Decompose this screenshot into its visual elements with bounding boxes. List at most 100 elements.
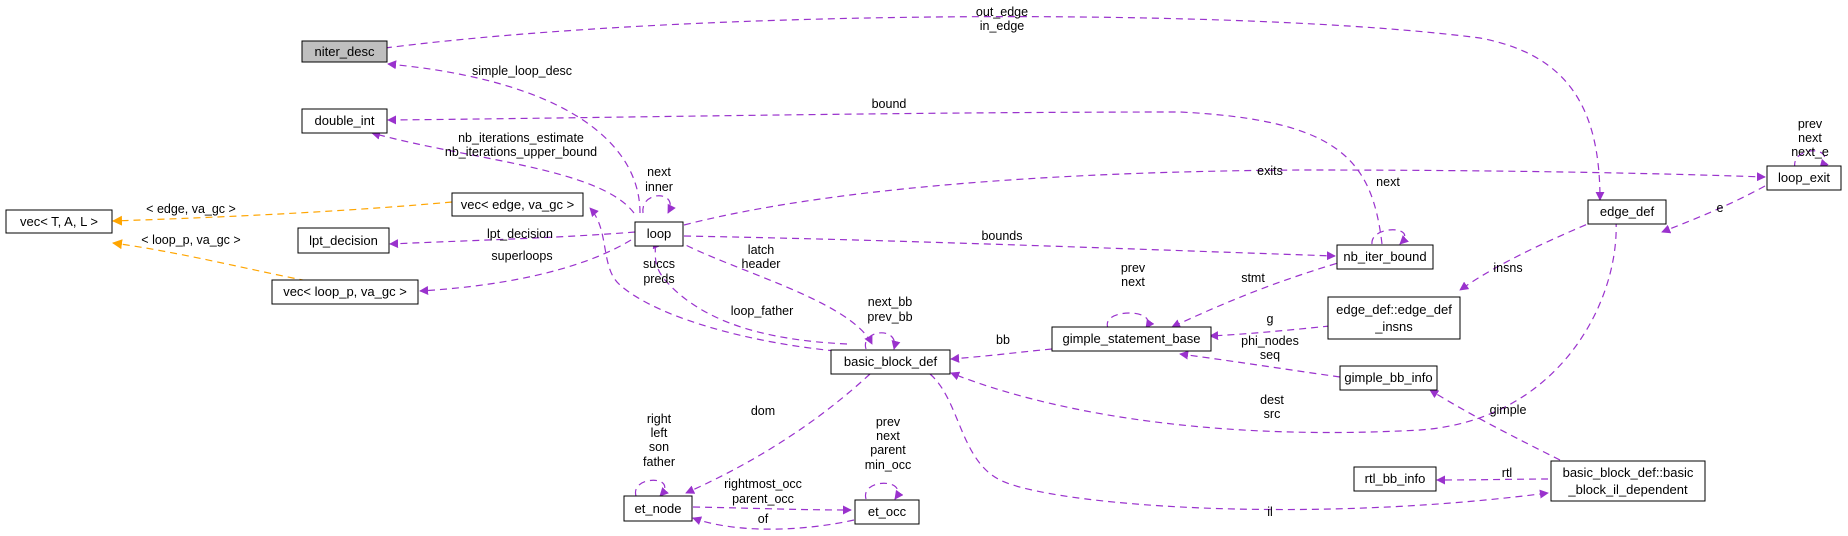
label-father: father	[643, 455, 675, 469]
label-loop-father: loop_father	[731, 304, 794, 318]
node-vec-t-a-l[interactable]: vec< T, A, L >	[5, 209, 113, 234]
node-lpt-decision[interactable]: lpt_decision	[297, 227, 390, 254]
edge-rtl	[1436, 475, 1549, 485]
label-right: right	[647, 412, 672, 426]
label-bound: bound	[872, 97, 907, 111]
label-nb-iterations-upper-bound: nb_iterations_upper_bound	[445, 145, 597, 159]
svg-text:gimple_bb_info: gimple_bb_info	[1344, 370, 1432, 385]
label-gsb-next: next	[1121, 275, 1145, 289]
svg-text:vec< edge, va_gc >: vec< edge, va_gc >	[461, 197, 574, 212]
svg-text:vec< T, A, L >: vec< T, A, L >	[20, 214, 98, 229]
edge-et-node-self	[635, 479, 669, 497]
label-nb-next: next	[1376, 175, 1400, 189]
node-nb-iter-bound[interactable]: nb_iter_bound	[1336, 244, 1434, 270]
label-min-occ: min_occ	[865, 458, 912, 472]
svg-text:basic_block_def::basic: basic_block_def::basic	[1563, 465, 1694, 480]
svg-text:_insns: _insns	[1374, 319, 1413, 334]
label-src: src	[1264, 407, 1281, 421]
node-loop-exit[interactable]: loop_exit	[1766, 165, 1842, 191]
label-exits: exits	[1257, 164, 1283, 178]
edge-simple-loop-desc	[387, 60, 641, 214]
edge-bb-self	[864, 332, 901, 350]
node-rtl-bb-info[interactable]: rtl_bb_info	[1353, 466, 1437, 492]
label-phi-nodes: phi_nodes	[1241, 334, 1299, 348]
edge-et-occ-self	[865, 482, 904, 500]
label-left: left	[651, 426, 668, 440]
label-loop-next: next	[647, 165, 671, 179]
edge-out-in-edge	[384, 16, 1605, 201]
label-preds: preds	[643, 272, 674, 286]
svg-text:lpt_decision: lpt_decision	[309, 233, 378, 248]
edge-bb	[950, 348, 1053, 363]
node-loop[interactable]: loop	[634, 221, 684, 247]
svg-text:niter_desc: niter_desc	[315, 44, 375, 59]
label-header: header	[742, 257, 781, 271]
edge-latch-header	[675, 239, 873, 345]
label-next-bb: next_bb	[868, 295, 913, 309]
label-occ-next: next	[876, 429, 900, 443]
edge-exits	[683, 169, 1766, 226]
label-simple-loop-desc: simple_loop_desc	[472, 64, 572, 78]
edge-loop-self	[642, 195, 676, 214]
label-occ-prev: prev	[876, 415, 901, 429]
svg-text:vec< loop_p, va_gc >: vec< loop_p, va_gc >	[283, 284, 407, 299]
edge-lpt-decision	[389, 231, 636, 249]
edge-insns	[1459, 219, 1598, 291]
label-g: g	[1267, 312, 1274, 326]
node-bb-il-dependent[interactable]: basic_block_def::basic _block_il_depende…	[1550, 460, 1706, 502]
label-in-edge: in_edge	[980, 19, 1025, 33]
edge-gsb-self	[1106, 312, 1155, 329]
edge-loop-father	[652, 239, 848, 345]
edge-dom	[685, 373, 871, 494]
label-succs: succs	[643, 257, 675, 271]
label-rightmost-occ: rightmost_occ	[724, 477, 802, 491]
label-stmt: stmt	[1241, 271, 1265, 285]
label-bounds: bounds	[981, 229, 1022, 243]
label-gsb-prev: prev	[1121, 261, 1146, 275]
label-latch: latch	[748, 243, 774, 257]
node-et-occ[interactable]: et_occ	[854, 499, 920, 525]
edge-nb-self	[1371, 229, 1409, 245]
label-son: son	[649, 440, 669, 454]
edge-il	[929, 373, 1549, 511]
label-parent-occ: parent_occ	[732, 492, 794, 506]
node-edge-def-insns[interactable]: edge_def::edge_def _insns	[1327, 296, 1461, 340]
edge-rightmost-parent-occ	[692, 505, 852, 515]
svg-text:basic_block_def: basic_block_def	[844, 354, 938, 369]
node-niter-desc[interactable]: niter_desc	[301, 40, 388, 63]
node-vec-loop-p[interactable]: vec< loop_p, va_gc >	[271, 279, 419, 305]
edge-g	[1209, 325, 1331, 341]
node-vec-edge[interactable]: vec< edge, va_gc >	[451, 192, 584, 217]
label-nb-iterations-estimate: nb_iterations_estimate	[458, 131, 584, 145]
label-le-prev: prev	[1798, 117, 1823, 131]
label-loop-p-va-gc: < loop_p, va_gc >	[141, 233, 240, 247]
svg-text:nb_iter_bound: nb_iter_bound	[1343, 249, 1426, 264]
node-edge-def[interactable]: edge_def	[1587, 199, 1667, 225]
label-lpt-decision: lpt_decision	[487, 227, 553, 241]
svg-text:double_int: double_int	[315, 113, 375, 128]
node-gimple-bb-info[interactable]: gimple_bb_info	[1339, 365, 1438, 391]
label-gimple: gimple	[1490, 403, 1527, 417]
edge-template-loop-p	[112, 239, 319, 284]
node-gimple-statement-base[interactable]: gimple_statement_base	[1051, 326, 1212, 352]
node-double-int[interactable]: double_int	[301, 108, 388, 134]
edge-loop-exit-self	[1794, 150, 1829, 169]
edge-bounds	[683, 235, 1336, 261]
label-of: of	[758, 512, 769, 526]
node-basic-block-def[interactable]: basic_block_def	[830, 349, 951, 375]
svg-text:et_occ: et_occ	[868, 504, 907, 519]
label-e: e	[1717, 201, 1724, 215]
edge-bound	[387, 111, 1383, 245]
svg-text:edge_def: edge_def	[1600, 204, 1655, 219]
node-et-node[interactable]: et_node	[623, 495, 693, 522]
svg-text:rtl_bb_info: rtl_bb_info	[1365, 471, 1426, 486]
edge-superloops	[419, 239, 632, 296]
edge-phi-seq	[1179, 350, 1341, 378]
edge-gimple	[1429, 389, 1561, 461]
svg-text:_block_il_dependent: _block_il_dependent	[1567, 482, 1688, 497]
svg-text:gimple_statement_base: gimple_statement_base	[1062, 331, 1200, 346]
svg-text:edge_def::edge_def: edge_def::edge_def	[1336, 302, 1452, 317]
edge-dest-src	[950, 219, 1617, 434]
label-edge-va-gc: < edge, va_gc >	[146, 202, 236, 216]
